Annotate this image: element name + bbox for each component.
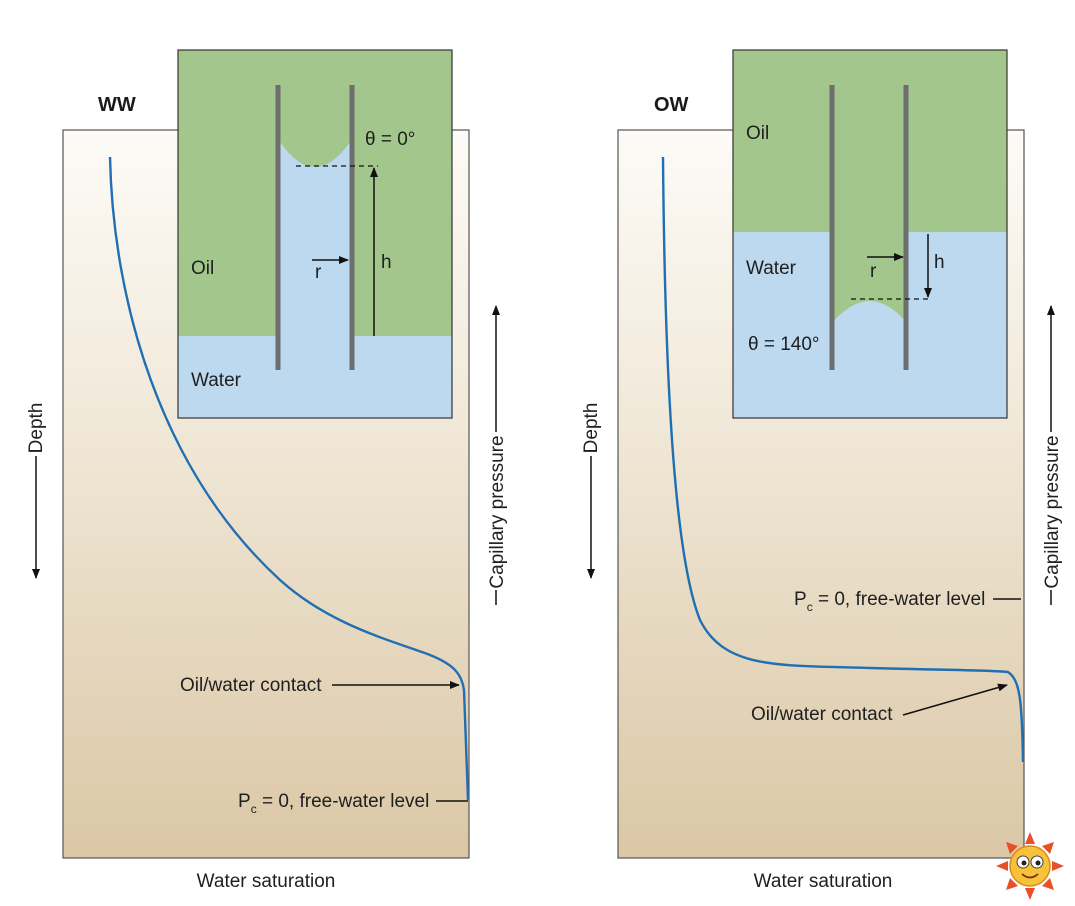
ow-pc-label: Capillary pressure — [1042, 435, 1063, 588]
ww-angle-label: θ = 0° — [365, 129, 415, 150]
ww-capillary-water — [280, 142, 350, 336]
ww-title: WW — [98, 94, 136, 116]
ow-title: OW — [654, 94, 689, 116]
ow-water-label: Water — [746, 258, 797, 279]
ww-contact-label: Oil/water contact — [180, 675, 322, 696]
ww-xaxis-label: Water saturation — [197, 871, 336, 892]
ww-inset — [178, 50, 452, 418]
ow-panel: θ = 140° r h Oil Water OW Depth Capillar… — [581, 49, 1063, 892]
ww-inset-water — [178, 336, 452, 418]
ww-panel: θ = 0° r h Oil Water WW Depth Capillary … — [26, 49, 508, 892]
ow-saturation-curve — [661, 156, 1025, 763]
ow-fwl-label: Pc = 0, free-water level — [794, 589, 985, 614]
ww-water-label: Water — [191, 370, 242, 391]
ow-oil-label: Oil — [746, 123, 769, 144]
ow-contact-arrow — [902, 683, 1008, 716]
ow-tube-right — [903, 85, 909, 370]
ow-xaxis-label: Water saturation — [754, 871, 893, 892]
ww-radius-label: r — [315, 262, 322, 283]
ww-pc-label: Capillary pressure — [487, 435, 508, 588]
ow-radius-label: r — [870, 261, 877, 282]
ow-height-label: h — [934, 252, 945, 273]
ww-fwl-label: Pc = 0, free-water level — [238, 791, 429, 816]
ow-angle-label: θ = 140° — [748, 334, 820, 355]
ow-depth-label: Depth — [581, 403, 602, 454]
ow-tube-left — [829, 85, 835, 370]
ww-oil-label: Oil — [191, 258, 214, 279]
ow-contact-label: Oil/water contact — [751, 704, 893, 725]
smiley-sun-icon — [996, 832, 1064, 900]
ww-tube-left — [275, 85, 281, 370]
ww-height-label: h — [381, 252, 392, 273]
ww-depth-label: Depth — [26, 403, 47, 454]
ww-saturation-curve — [108, 156, 470, 801]
ow-inset — [733, 50, 1007, 418]
ww-tube-right — [349, 85, 355, 370]
